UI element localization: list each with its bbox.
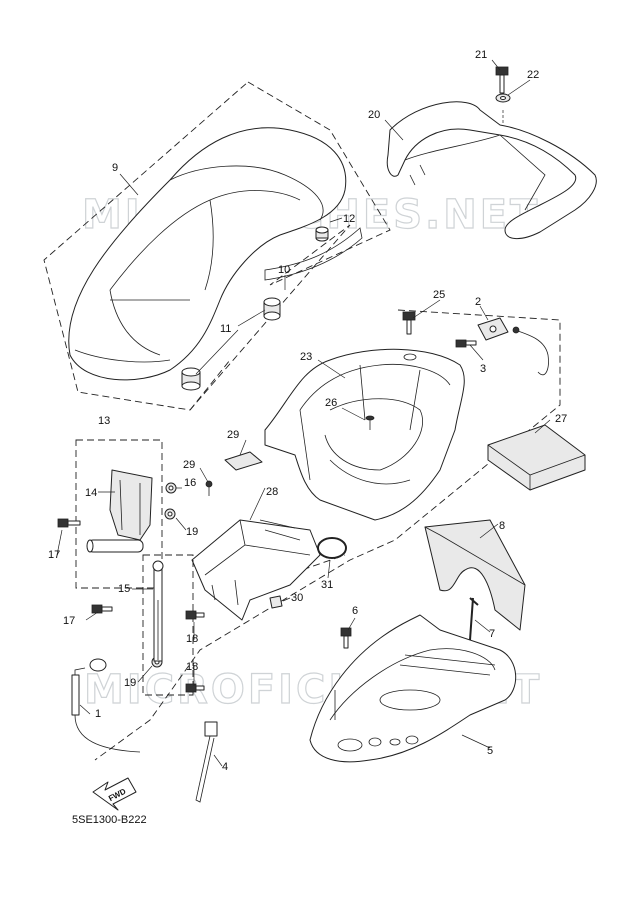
callout-20: 20 (368, 109, 380, 121)
bolt-24 (402, 311, 416, 335)
callout-19a: 19 (186, 526, 198, 538)
rubber-12 (315, 226, 329, 242)
damper-11a (263, 297, 281, 321)
damper-15 (152, 560, 164, 662)
callout-23: 23 (300, 351, 312, 363)
bracket-2 (477, 317, 509, 341)
bolt-17b (91, 604, 113, 614)
callout-22: 22 (527, 69, 539, 81)
callout-21: 21 (475, 49, 487, 61)
pad-28 (224, 451, 263, 471)
tool-case-27 (191, 519, 321, 621)
callout-19b: 19 (124, 677, 136, 689)
bolt-17a (57, 518, 81, 528)
panel-8 (424, 519, 526, 631)
callout-28: 29 (227, 429, 239, 441)
cable-upper (514, 329, 549, 376)
group-outline (43, 81, 391, 411)
callout-31: 31 (321, 579, 333, 591)
o-ring-31 (317, 537, 347, 559)
manual-26 (487, 424, 586, 491)
callout-29: 29 (183, 459, 195, 471)
cable-1 (71, 658, 141, 753)
under-cover-5 (309, 614, 517, 763)
hinge-group-outline (75, 439, 163, 589)
clip-30 (269, 595, 283, 609)
callouts: 9 10 12 11 20 21 22 25 2 3 23 26 27 29 2… (48, 49, 567, 773)
bolt-21 (495, 66, 509, 94)
callout-30: 30 (291, 592, 303, 604)
luggage-box-part (264, 348, 465, 521)
callout-10: 10 (278, 264, 290, 276)
bolt-18b (185, 683, 205, 693)
damper-group-outline (142, 554, 194, 696)
callout-3: 3 (480, 363, 486, 375)
callout-4: 4 (222, 761, 228, 773)
washer-19a (164, 508, 176, 520)
seat-part (68, 127, 347, 381)
callout-1: 1 (95, 708, 101, 720)
callout-16: 16 (184, 477, 196, 489)
callout-5: 5 (487, 745, 493, 757)
seat-plate-part (264, 227, 363, 281)
callout-15: 15 (118, 583, 130, 595)
callout-18a: 18 (186, 633, 198, 645)
diagram-code: 5SE1300-B222 (72, 814, 147, 826)
callout-2: 2 (475, 296, 481, 308)
callout-14: 14 (85, 487, 97, 499)
hook-7 (469, 597, 479, 641)
hinge-14 (86, 469, 153, 553)
callout-26: 27 (555, 413, 567, 425)
bolt-6 (340, 627, 352, 649)
callout-9: 9 (112, 162, 118, 174)
callout-12: 12 (343, 213, 355, 225)
damper-11b (181, 367, 201, 391)
callout-13: 13 (98, 415, 110, 427)
cable-tie-4 (195, 721, 218, 803)
screw-29 (205, 480, 213, 496)
callout-7: 7 (489, 628, 495, 640)
washer-22 (495, 93, 511, 103)
callout-24: 25 (433, 289, 445, 301)
callout-8: 8 (499, 520, 505, 532)
bolt-3 (455, 339, 477, 348)
callout-11: 11 (220, 323, 231, 335)
callout-27: 28 (266, 486, 278, 498)
nut-16 (165, 482, 177, 494)
screw-25 (365, 415, 375, 430)
callout-18b: 18 (186, 661, 198, 673)
bolt-18a (185, 610, 205, 620)
grab-bar-part (386, 101, 597, 239)
callout-17b: 17 (63, 615, 75, 627)
callout-6: 6 (352, 605, 358, 617)
callout-25: 26 (325, 397, 337, 409)
fwd-arrow: FWD (92, 777, 137, 811)
leader-lines (56, 59, 551, 767)
callout-17a: 17 (48, 549, 60, 561)
